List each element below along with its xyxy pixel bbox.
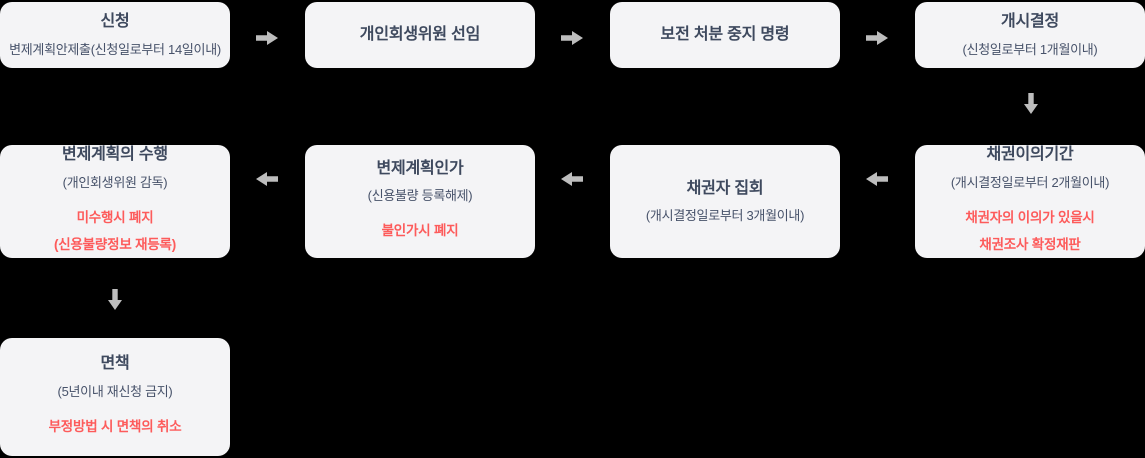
node-warning-line: 채권자의 이의가 있을시	[965, 209, 1095, 225]
arrow-down-icon	[1024, 93, 1038, 114]
arrow-down-icon	[108, 289, 122, 310]
node-title: 개인회생위원 선임	[359, 25, 481, 43]
node-discharge: 면책 (5년이내 재신청 금지) 부정방법 시 면책의 취소	[0, 338, 230, 456]
node-warning: 채권자의 이의가 있을시 채권조사 확정재판	[965, 204, 1095, 258]
node-repayment-plan-performance: 변제계획의 수행 (개인회생위원 감독) 미수행시 폐지 (신용불량정보 재등록…	[0, 145, 230, 258]
node-title: 변제계획인가	[376, 159, 464, 177]
node-warning-line: 불인가시 폐지	[381, 223, 459, 239]
node-subtitle: (개시결정일로부터 3개월이내)	[645, 208, 805, 224]
node-title: 개시결정	[1000, 13, 1060, 31]
node-warning-line: 미수행시 폐지	[76, 209, 154, 225]
node-title: 채권자 집회	[686, 179, 764, 197]
node-preservation-suspension-order: 보전 처분 중지 명령	[610, 2, 840, 68]
node-application: 신청 변제계획안제출(신청일로부터 14일이내)	[0, 2, 230, 68]
node-creditors-meeting: 채권자 집회 (개시결정일로부터 3개월이내)	[610, 145, 840, 258]
node-repayment-plan-approval: 변제계획인가 (신용불량 등록해제) 불인가시 폐지	[305, 145, 535, 258]
node-title: 신청	[100, 13, 130, 31]
arrow-right-icon	[561, 31, 583, 45]
node-title: 변제계획의 수행	[62, 146, 168, 164]
node-warning: 부정방법 시 면책의 취소	[49, 413, 182, 440]
node-commencement-decision: 개시결정 (신청일로부터 1개월이내)	[915, 2, 1145, 68]
node-warning: 미수행시 폐지 (신용불량정보 재등록)	[54, 204, 176, 258]
node-title: 채권이의기간	[986, 146, 1074, 164]
node-subtitle: 변제계획안제출(신청일로부터 14일이내)	[9, 41, 221, 57]
node-claim-objection-period: 채권이의기간 (개시결정일로부터 2개월이내) 채권자의 이의가 있을시 채권조…	[915, 145, 1145, 258]
node-subtitle: (5년이내 재신청 금지)	[57, 383, 173, 399]
node-warning: 불인가시 폐지	[382, 217, 459, 244]
node-subtitle: (개시결정일로부터 2개월이내)	[950, 174, 1110, 190]
node-subtitle: (개인회생위원 감독)	[62, 174, 168, 190]
arrow-left-icon	[561, 172, 583, 186]
node-title: 면책	[100, 355, 130, 373]
node-warning-line: 채권조사 확정재판	[979, 236, 1081, 252]
node-title: 보전 처분 중지 명령	[660, 25, 790, 43]
node-subtitle: (신청일로부터 1개월이내)	[962, 41, 1098, 57]
arrow-right-icon	[256, 31, 278, 45]
node-subtitle: (신용불량 등록해제)	[367, 188, 473, 204]
arrow-right-icon	[866, 31, 888, 45]
arrow-left-icon	[866, 172, 888, 186]
arrow-left-icon	[256, 172, 278, 186]
node-warning-line: 부정방법 시 면책의 취소	[48, 418, 182, 434]
node-rehabilitation-commissioner-appointment: 개인회생위원 선임	[305, 2, 535, 68]
node-warning-line: (신용불량정보 재등록)	[53, 236, 177, 252]
